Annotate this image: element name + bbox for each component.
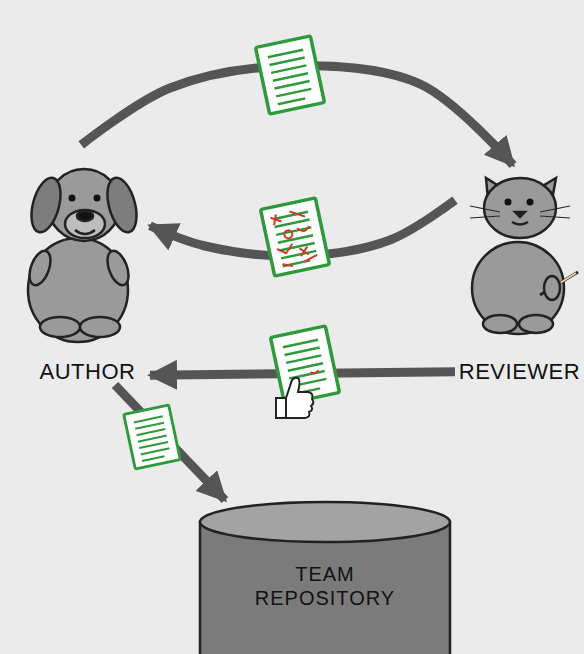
document-icon [256,36,325,114]
dog-figure [25,169,141,342]
repository-label: TEAM REPOSITORY [198,562,452,610]
reviewed-document-icon [261,198,330,276]
cylinder-top [200,502,450,542]
approved-document-icon [271,326,340,404]
cat-figure [470,178,578,334]
repository-cylinder: TEAM REPOSITORY [198,500,452,654]
document-icon [124,405,181,469]
author-figure: AUTHOR [25,140,150,385]
flow-arrow [81,66,513,165]
role-label: REVIEWER [455,359,584,385]
flow-arrow [150,200,455,256]
reviewer-figure: REVIEWER [455,165,584,385]
role-label: AUTHOR [25,359,150,385]
flow-arrow [150,372,455,375]
thumbs-up-icon [276,378,313,418]
flow-arrow [115,385,225,500]
